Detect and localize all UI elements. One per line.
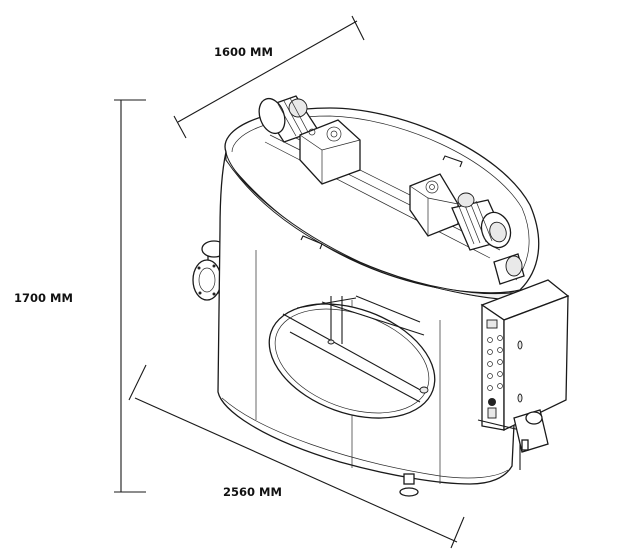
viewing-window xyxy=(268,295,436,419)
motor-rear xyxy=(258,95,361,185)
width-label: 1600 MM xyxy=(214,45,273,59)
end-hub xyxy=(493,253,525,285)
dimension-height xyxy=(114,99,146,493)
dimension-length xyxy=(128,364,465,549)
support-feet xyxy=(399,439,529,497)
motor-front xyxy=(409,173,512,251)
height-label: 1700 MM xyxy=(14,291,73,305)
lid-handle-right xyxy=(442,155,463,168)
panel-buttons xyxy=(486,319,503,419)
dimension-width xyxy=(173,15,365,139)
control-panel xyxy=(477,279,570,470)
drain-outlet xyxy=(513,409,549,453)
length-label: 2560 MM xyxy=(223,485,282,499)
lid-handle-left xyxy=(300,235,323,250)
